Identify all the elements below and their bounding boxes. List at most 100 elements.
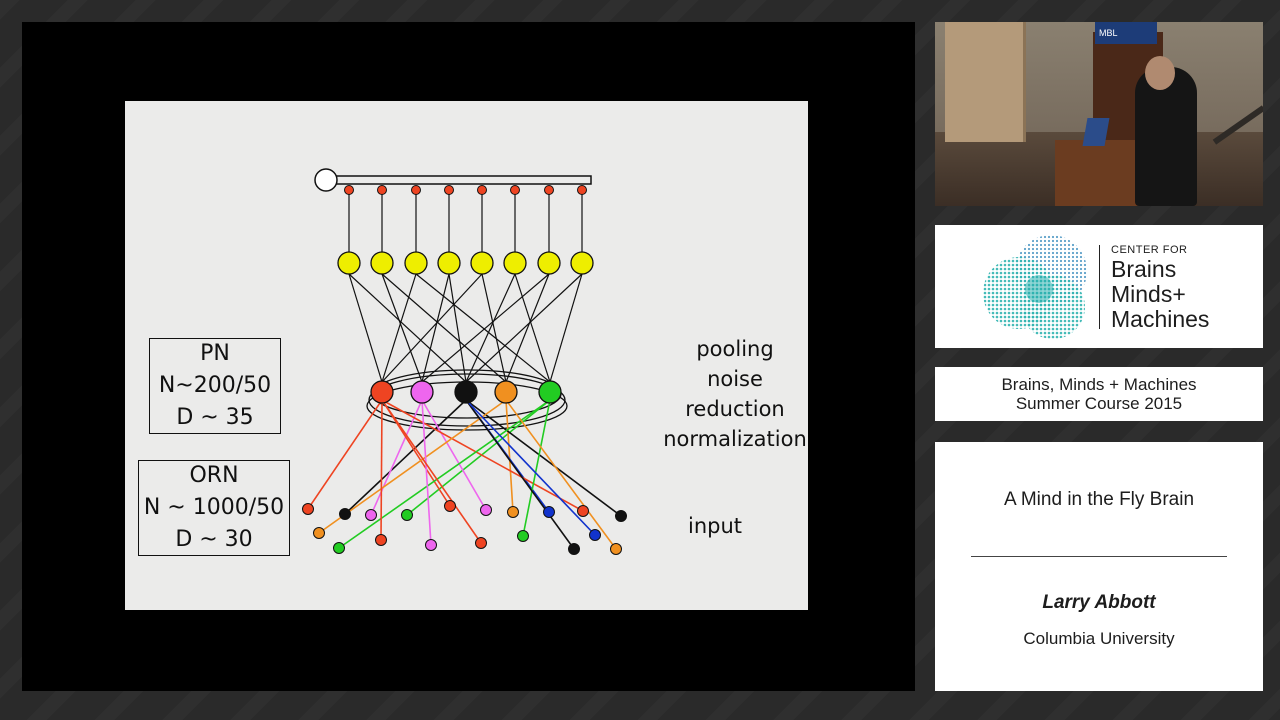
orn-node (375, 534, 387, 546)
pn-glomerulus-line (348, 273, 467, 383)
kc-synapse-dot (411, 185, 421, 195)
kc-synapse-dot (577, 185, 587, 195)
speaker-affiliation: Columbia University (1023, 629, 1175, 648)
podium-banner: MBL (1095, 22, 1157, 44)
orn-node (425, 539, 437, 551)
speaker-figure (1135, 67, 1197, 206)
pn-box-line2: N~200/50 (158, 373, 272, 398)
pn-node (470, 251, 494, 275)
orn-node (475, 537, 487, 549)
logo-minds: Minds+ (1111, 281, 1186, 307)
pn-glomerulus-line (381, 273, 483, 383)
pn-glomerulus-line (348, 273, 383, 383)
pn-node (370, 251, 394, 275)
pn-node (570, 251, 594, 275)
cbmm-logo-icon (983, 235, 1087, 339)
function-label: pooling (696, 337, 774, 361)
orn-axon-line (381, 399, 482, 544)
slide-video-panel: PN N~200/50 D ~ 35 ORN N ~ 1000/50 D ~ 3… (22, 22, 915, 691)
orn-node (365, 509, 377, 521)
course-panel: Brains, Minds + Machines Summer Course 2… (935, 367, 1263, 421)
orn-axon-line (406, 399, 551, 516)
orn-axon-line (505, 399, 514, 513)
orn-axon-line (505, 399, 617, 550)
orn-node (313, 527, 325, 539)
glomerulus-node (494, 380, 518, 404)
function-label: noise (707, 367, 763, 391)
orn-node (480, 504, 492, 516)
orn-axon-line (465, 399, 622, 517)
speaker-head (1145, 56, 1175, 90)
pn-glomerulus-line (465, 273, 583, 383)
network-diagram (302, 168, 627, 555)
orn-axon-line (421, 399, 432, 546)
pn-glomerulus-line (415, 273, 551, 383)
pn-glomerulus-line (421, 273, 550, 383)
kc-axon-bar (334, 175, 592, 185)
kc-synapse-dot (544, 185, 554, 195)
orn-axon-line (344, 399, 467, 515)
orn-node (507, 506, 519, 518)
orn-axon-line (370, 399, 423, 516)
kc-synapse-dot (444, 185, 454, 195)
pn-node (503, 251, 527, 275)
glomerulus-node (370, 380, 394, 404)
pn-glomerulus-line (549, 273, 583, 383)
glomerulus-node (538, 380, 562, 404)
course-line2: Summer Course 2015 (1015, 394, 1183, 413)
speaker-name: Larry Abbott (1042, 592, 1156, 613)
orn-node (589, 529, 601, 541)
orn-box: ORN N ~ 1000/50 D ~ 30 (138, 460, 290, 556)
orn-node (543, 506, 555, 518)
lectern-desk (1055, 140, 1145, 206)
orn-node (568, 543, 580, 555)
pn-glomerulus-line (421, 273, 450, 383)
orn-node (577, 505, 589, 517)
pn-glomerulus-line (381, 273, 417, 383)
function-label: reduction (685, 397, 785, 421)
lateral-ellipse (368, 373, 566, 427)
orn-axon-line (307, 399, 383, 510)
orn-box-line1: ORN (189, 463, 239, 488)
orn-axon-line (465, 399, 575, 550)
pn-node (404, 251, 428, 275)
pn-glomerulus-line (514, 273, 551, 383)
orn-box-line2: N ~ 1000/50 (143, 495, 285, 520)
pn-glomerulus-line (381, 273, 423, 383)
orn-axon-line (465, 399, 596, 536)
pn-glomerulus-line (465, 273, 516, 383)
kc-synapse-dot (477, 185, 487, 195)
logo-text: CENTER FOR Brains Minds+ Machines (1111, 243, 1209, 332)
logo-center-for: CENTER FOR (1111, 244, 1188, 256)
pn-node (437, 251, 461, 275)
logo-divider (1099, 245, 1100, 329)
pn-node (537, 251, 561, 275)
function-labels: pooling noise reduction normalization (640, 334, 830, 454)
orn-node (615, 510, 627, 522)
pn-box-line1: PN (200, 341, 230, 366)
slide: PN N~200/50 D ~ 35 ORN N ~ 1000/50 D ~ 3… (125, 101, 808, 610)
orn-box-line3: D ~ 30 (175, 527, 253, 552)
talk-divider (971, 556, 1227, 557)
orn-node (517, 530, 529, 542)
cbmm-logo-panel: CENTER FOR Brains Minds+ Machines (935, 225, 1263, 348)
function-label: normalization (663, 427, 807, 451)
pn-glomerulus-line (481, 273, 507, 383)
kc-synapse-dot (377, 185, 387, 195)
glomerulus-node (454, 380, 478, 404)
pn-glomerulus-line (505, 273, 550, 383)
orn-axon-line (381, 399, 584, 512)
speaker-camera-feed: MBL (935, 22, 1263, 206)
logo-machines: Machines (1111, 306, 1210, 332)
pn-node (337, 251, 361, 275)
orn-node (339, 508, 351, 520)
kc-synapse-dot (344, 185, 354, 195)
orn-node (333, 542, 345, 554)
orn-node (302, 503, 314, 515)
orn-axon-line (318, 399, 507, 534)
orn-axon-line (380, 399, 383, 541)
input-label: input (687, 514, 743, 538)
pn-glomerulus-line (448, 273, 467, 383)
glomerulus-node (410, 380, 434, 404)
kc-synapse-dot (510, 185, 520, 195)
